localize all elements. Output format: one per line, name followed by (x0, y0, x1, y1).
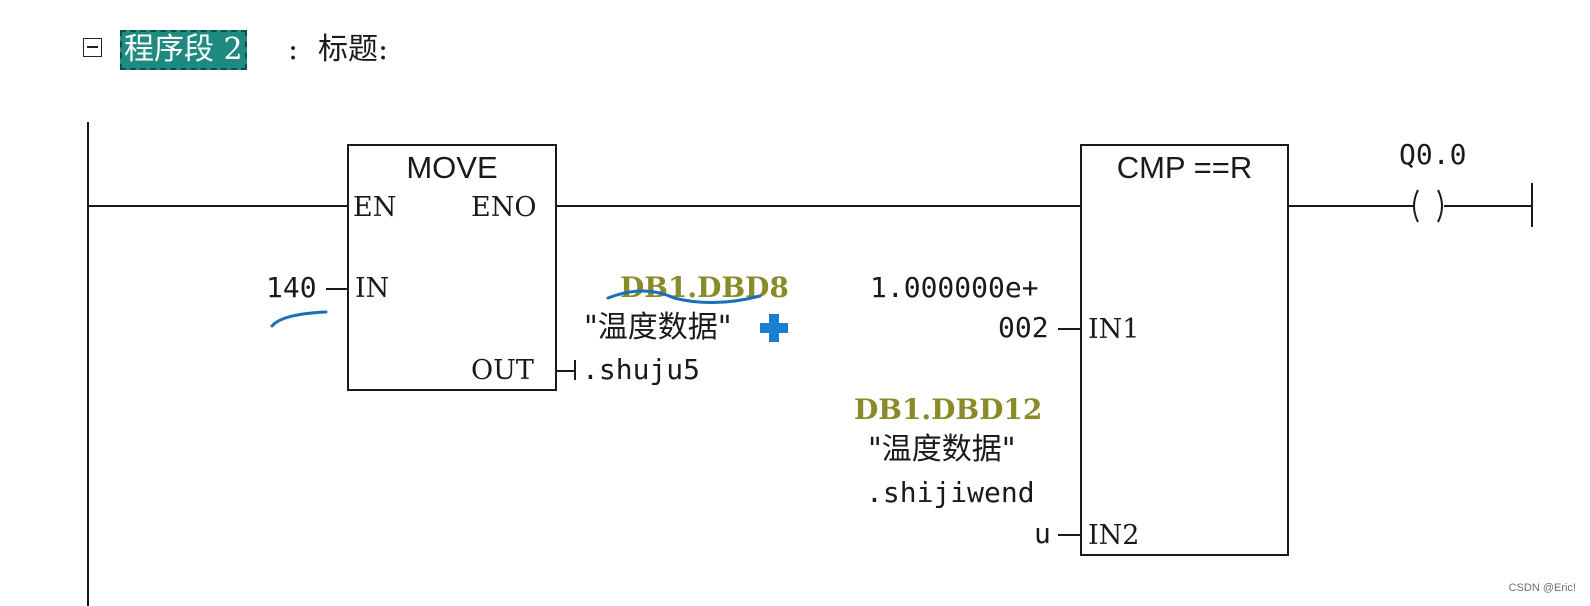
move-out-member[interactable]: .shuju5 (582, 353, 701, 386)
move-in-stub (326, 288, 348, 290)
cmp-in1-value-line1[interactable]: 1.000000e+ (870, 271, 1039, 304)
annotation-stroke-icon (270, 310, 328, 328)
cmp-pin-in2: IN2 (1088, 520, 1140, 551)
cursor-crosshair-icon (760, 314, 788, 342)
cmp-real-block[interactable]: CMP ==R IN1 IN2 (1080, 144, 1289, 556)
cmp-pin-in1: IN1 (1088, 314, 1140, 345)
cmp-in2-symbol[interactable]: "温度数据" (868, 432, 1016, 467)
network-colon: : (288, 32, 299, 67)
cmp-in1-value-line2[interactable]: 002 (998, 311, 1049, 344)
move-out-symbol[interactable]: "温度数据" (584, 310, 732, 345)
move-out-stub (555, 370, 575, 372)
move-in-value[interactable]: 140 (266, 271, 317, 304)
move-block[interactable]: MOVE EN ENO IN OUT (347, 144, 557, 391)
move-block-title: MOVE (406, 150, 498, 185)
network-comment[interactable]: 标题: (318, 32, 389, 67)
move-out-address[interactable]: DB1.DBD8 (620, 271, 789, 304)
network-title[interactable]: 程序段 2 (120, 30, 247, 70)
wire-cmp-to-coil (1287, 205, 1413, 207)
left-power-rail (87, 122, 89, 606)
wire-coil-to-rail (1444, 205, 1532, 207)
move-pin-en: EN (353, 192, 397, 223)
move-out-stub-tick (574, 360, 576, 380)
output-coil-icon[interactable] (1408, 188, 1448, 224)
cmp-in2-address[interactable]: DB1.DBD12 (854, 393, 1043, 426)
cmp-in2-stub (1058, 534, 1081, 536)
cmp-block-title: CMP ==R (1116, 150, 1253, 185)
watermark: CSDN @Eric! (1508, 582, 1576, 594)
cmp-in2-member[interactable]: .shijiwend (866, 476, 1035, 509)
move-pin-out: OUT (471, 355, 534, 386)
wire-move-to-cmp (555, 205, 1082, 207)
coil-address-label[interactable]: Q0.0 (1399, 138, 1467, 171)
cmp-in1-stub (1058, 328, 1081, 330)
collapse-network-icon[interactable] (83, 38, 102, 57)
cmp-in2-member-tail[interactable]: u (1034, 517, 1051, 550)
annotation-underline-icon (606, 289, 762, 304)
right-power-rail (1531, 183, 1533, 227)
move-pin-eno: ENO (471, 192, 537, 223)
move-pin-in: IN (355, 273, 390, 304)
wire-rail-to-move (87, 205, 349, 207)
